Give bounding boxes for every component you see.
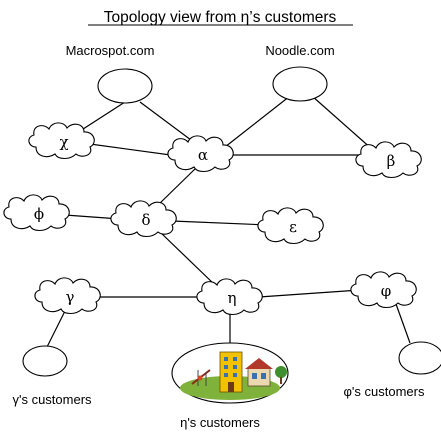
edge-alpha-delta — [156, 167, 197, 207]
edge-macrospot-alpha — [139, 101, 196, 144]
delta-label: δ — [141, 211, 150, 229]
buildings-illustration — [191, 351, 287, 393]
beta-label: β — [387, 152, 396, 170]
edge-noodle-alpha — [224, 95, 291, 148]
edge-eta-varphi — [258, 289, 361, 298]
diagram-title: Topology view from η’s customers — [104, 9, 337, 26]
edge-delta-eta — [159, 231, 216, 286]
edge-varphi-customers — [395, 303, 411, 344]
eta-customers-label: η's customers — [180, 415, 260, 430]
edge-delta-epsilon — [171, 220, 269, 226]
edge-noodle-beta — [311, 95, 374, 151]
edge-macrospot-chi — [79, 101, 126, 132]
gamma-customers-node — [22, 345, 68, 377]
alpha-label: α — [198, 146, 208, 164]
gamma-label: γ — [66, 288, 75, 306]
edge-gamma-customers — [46, 310, 66, 348]
gamma-customers-label: γ's customers — [12, 392, 92, 407]
epsilon-label: ε — [289, 218, 297, 236]
macrospot-label: Macrospot.com — [66, 43, 155, 58]
varphi-customers-node — [398, 341, 441, 375]
phi-label: ϕ — [34, 205, 44, 223]
noodle-label: Noodle.com — [265, 43, 334, 58]
eta-label: η — [228, 289, 237, 307]
macrospot-node — [97, 68, 153, 104]
noodle-node — [272, 66, 328, 102]
chi-label: χ — [59, 133, 68, 151]
varphi-customers-label: φ's customers — [344, 384, 425, 399]
eta-customers-node — [171, 342, 289, 404]
edge-chi-alpha — [89, 143, 179, 157]
varphi-label: φ — [381, 282, 392, 300]
